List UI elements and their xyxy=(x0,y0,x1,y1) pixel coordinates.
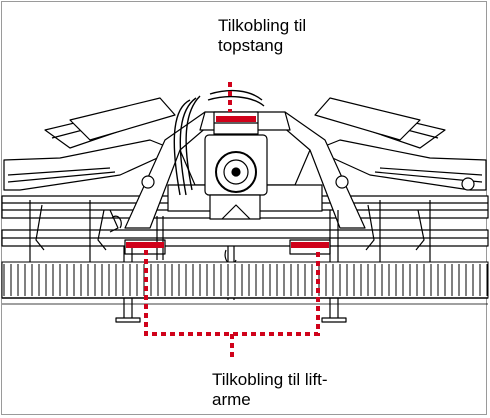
left-lift-marker xyxy=(126,242,164,248)
bottom-dotted-line xyxy=(144,250,320,358)
main-beam xyxy=(1,195,489,247)
right-lift-marker xyxy=(291,242,329,248)
lift-arm-label-line1: Tilkobling til lift- xyxy=(212,370,328,389)
lift-arm-label-line2: arme xyxy=(212,390,251,409)
top-link-bracket xyxy=(213,111,259,135)
gearbox xyxy=(204,134,268,220)
top-link-label-line1: Tilkobling til xyxy=(218,16,307,35)
hydraulic-hoses xyxy=(173,89,265,196)
top-link-marker xyxy=(216,116,256,122)
attachment-markers xyxy=(126,82,329,358)
top-link-label: Tilkobling til topstang xyxy=(218,16,306,56)
lift-arm-label: Tilkobling til lift- arme xyxy=(212,370,328,410)
top-link-label-line2: topstang xyxy=(218,36,284,55)
right-wing xyxy=(314,97,487,191)
left-wing xyxy=(3,97,176,191)
tine-roller xyxy=(1,261,489,305)
